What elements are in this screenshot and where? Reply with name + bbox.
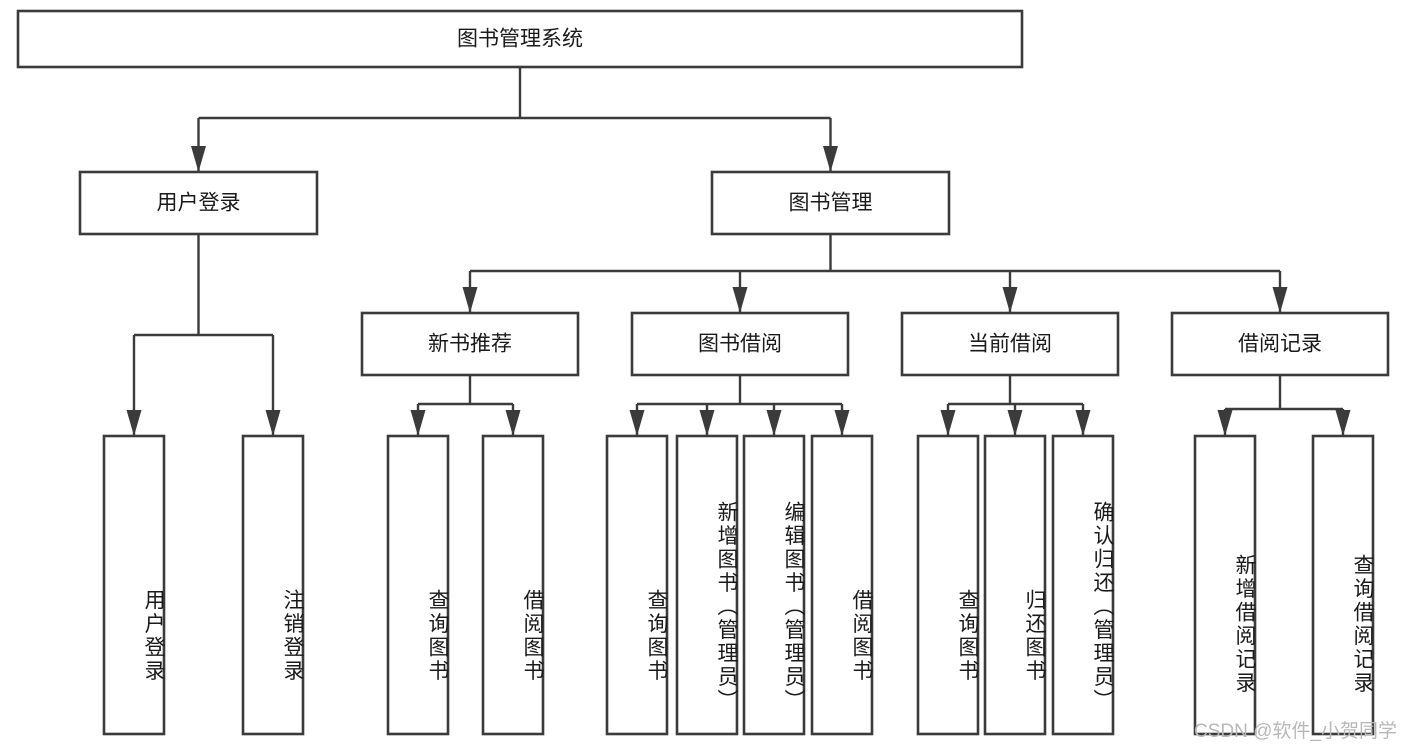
- arrow-head-icon-l2-current-borrow: [1002, 287, 1018, 313]
- node-box-l2-book-borrow[interactable]: [630, 311, 850, 377]
- node-box-leaf-br-add-record[interactable]: [1193, 434, 1257, 736]
- arrow-head-icon-leaf-bb-query-book: [629, 410, 645, 436]
- arrow-head-icon-l2-borrow-record: [1272, 287, 1288, 313]
- node-leaf-bb-edit-book[interactable]: [742, 434, 806, 736]
- node-box-leaf-cb-confirm-return[interactable]: [1051, 434, 1115, 736]
- node-leaf-rec-borrow-book[interactable]: [481, 434, 545, 736]
- node-box-leaf-rec-query-book[interactable]: [386, 434, 450, 736]
- arrow-head-icon-leaf-bb-edit-book: [766, 410, 782, 436]
- node-l2-borrow-record[interactable]: 借阅记录: [1170, 311, 1390, 377]
- node-leaf-cb-confirm-return[interactable]: [1051, 434, 1115, 736]
- arrow-head-icon-leaf-bb-add-book: [699, 410, 715, 436]
- arrow-head-icon-leaf-rec-query-book: [410, 410, 426, 436]
- node-leaf-bb-borrow-book[interactable]: [810, 434, 874, 736]
- node-label-l2-borrow-record: 借阅记录: [1238, 333, 1322, 356]
- node-box-leaf-cb-return-book[interactable]: [983, 434, 1047, 736]
- node-l2-current-borrow[interactable]: 当前借阅: [900, 311, 1120, 377]
- arrow-head-icon-leaf-br-add-record: [1217, 410, 1233, 436]
- node-root[interactable]: 图书管理系统: [16, 9, 1024, 69]
- node-box-l2-new-book-rec[interactable]: [360, 311, 580, 377]
- node-box-root[interactable]: [16, 9, 1024, 69]
- arrow-head-icon-l2-new-book-rec: [462, 287, 478, 313]
- node-box-l1-book-manage[interactable]: [710, 170, 951, 236]
- arrow-head-icon-l1-book-manage: [823, 146, 838, 172]
- node-l2-book-borrow[interactable]: 图书借阅: [630, 311, 850, 377]
- node-box-leaf-user-logout[interactable]: [241, 434, 305, 736]
- node-label-l2-new-book-rec: 新书推荐: [428, 333, 512, 356]
- node-leaf-user-logout[interactable]: [241, 434, 305, 736]
- csdn-watermark: CSDN @软件_小贺同学: [1194, 721, 1397, 742]
- node-box-leaf-bb-add-book[interactable]: [675, 434, 739, 736]
- node-box-l2-borrow-record[interactable]: [1170, 311, 1390, 377]
- node-label-l1-user-login: 用户登录: [157, 192, 241, 215]
- arrow-head-icon-leaf-bb-borrow-book: [834, 410, 850, 436]
- node-label-l2-current-borrow: 当前借阅: [968, 333, 1052, 356]
- node-box-leaf-bb-borrow-book[interactable]: [810, 434, 874, 736]
- node-leaf-rec-query-book[interactable]: [386, 434, 450, 736]
- arrow-head-icon-leaf-cb-query-book: [940, 410, 956, 436]
- arrow-head-icon-leaf-user-logout: [265, 410, 281, 436]
- arrow-head-icon-leaf-cb-confirm-return: [1075, 410, 1091, 436]
- arrow-head-icon-leaf-cb-return-book: [1007, 410, 1023, 436]
- node-l1-book-manage[interactable]: 图书管理: [710, 170, 951, 236]
- arrow-head-icon-leaf-rec-borrow-book: [505, 410, 521, 436]
- node-box-l2-current-borrow[interactable]: [900, 311, 1120, 377]
- node-box-leaf-rec-borrow-book[interactable]: [481, 434, 545, 736]
- node-leaf-bb-query-book[interactable]: [605, 434, 669, 736]
- node-leaf-cb-return-book[interactable]: [983, 434, 1047, 736]
- arrow-head-icon-leaf-user-login: [126, 410, 142, 436]
- node-box-leaf-bb-query-book[interactable]: [605, 434, 669, 736]
- node-box-leaf-bb-edit-book[interactable]: [742, 434, 806, 736]
- node-label-root: 图书管理系统: [457, 28, 583, 51]
- node-l2-new-book-rec[interactable]: 新书推荐: [360, 311, 580, 377]
- node-leaf-cb-query-book[interactable]: [916, 434, 980, 736]
- node-l1-user-login[interactable]: 用户登录: [78, 170, 319, 236]
- connectors-layer: [126, 67, 1351, 436]
- arrow-head-icon-l1-user-login: [191, 146, 206, 172]
- node-box-leaf-br-query-record[interactable]: [1311, 434, 1375, 736]
- node-box-l1-user-login[interactable]: [78, 170, 319, 236]
- node-leaf-bb-add-book[interactable]: [675, 434, 739, 736]
- node-box-leaf-user-login[interactable]: [102, 434, 166, 736]
- node-leaf-user-login[interactable]: [102, 434, 166, 736]
- arrow-head-icon-l2-book-borrow: [732, 287, 748, 313]
- node-box-leaf-cb-query-book[interactable]: [916, 434, 980, 736]
- node-leaf-br-add-record[interactable]: [1193, 434, 1257, 736]
- node-label-l2-book-borrow: 图书借阅: [698, 333, 782, 356]
- node-leaf-br-query-record[interactable]: [1311, 434, 1375, 736]
- arrow-head-icon-leaf-br-query-record: [1335, 410, 1351, 436]
- node-label-l1-book-manage: 图书管理: [789, 192, 873, 215]
